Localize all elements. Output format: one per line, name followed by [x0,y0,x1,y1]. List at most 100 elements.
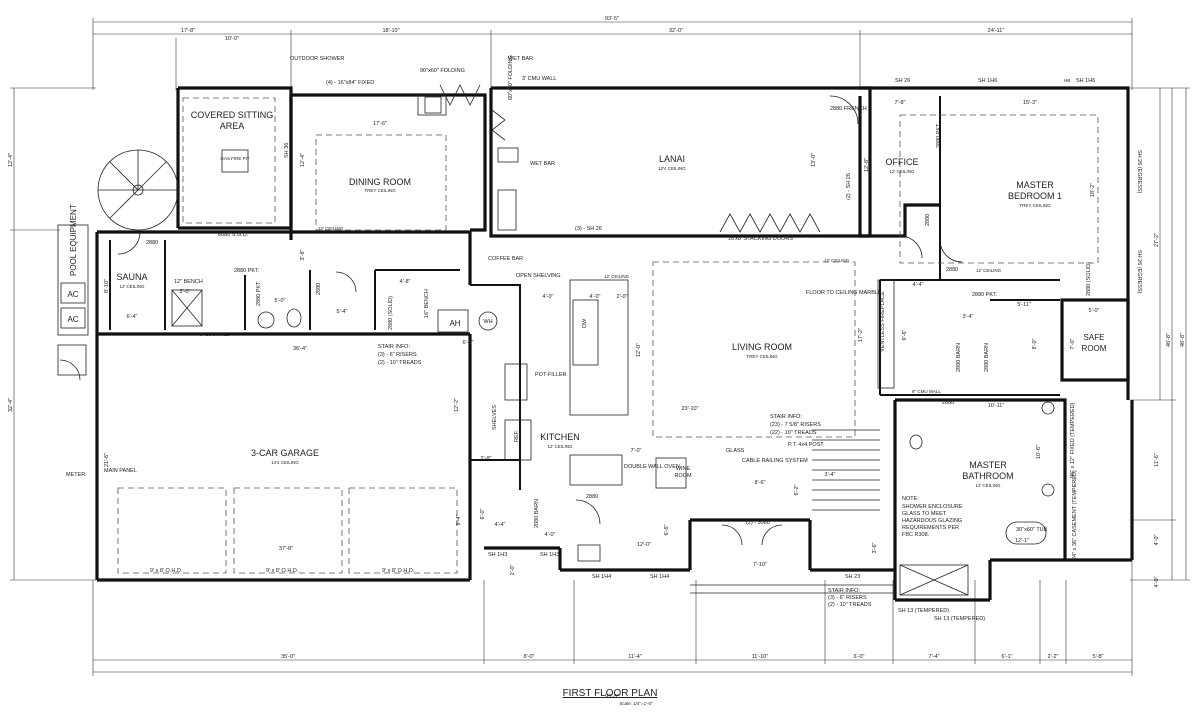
dim-23-10: 23'-10" [681,406,698,412]
room-kitchen-ceiling: 12' CEILING [547,444,573,449]
room-labels: COVERED SITTING AREA DINING ROOM TREY CE… [116,110,1106,488]
dim-4-0: 4'-0" [543,294,554,300]
dimension-text: 93'-5" 93'-5" 17'-8" 18'-10" 32'-0" 24'-… [8,16,1186,700]
label-main-panel: MAIN PANEL [104,468,137,474]
label-outdoor-shower: OUTDOOR SHOWER [290,56,344,62]
room-master-bed-name2: BEDROOM 1 [1008,191,1062,201]
label-note-5: FBC R308. [902,532,930,538]
dim-3-0: 3'-0" [180,289,191,295]
label-sh26-lanai: (3) - SH 26 [575,226,602,232]
dim-top-1: 17'-8" [181,28,195,34]
dim-4-4: 4'-4" [913,282,924,288]
label-sh1h6a: SH 1H6 [978,78,997,84]
label-sh26-egress1: SH 26 (EGRESS) [1136,150,1142,194]
label-door-3080: (2) - 3080 [746,520,770,526]
dim-3-4b: 3'-4" [825,472,836,478]
label-door-2880-d: 2880 [925,214,931,226]
room-dining-name: DINING ROOM [349,177,411,187]
label-glass: GLASS [726,448,745,454]
room-master-bed-ceiling: TREY CEILING [1019,203,1051,208]
dim-bot-4: 11'-10" [752,654,769,660]
dim-2-0: 2'-0" [617,294,628,300]
label-stair-info-1: STAIR INFO: [378,344,410,350]
dim-12-2: 12'-2" [454,398,460,412]
label-ceiling-12d: 12' CEILING [976,268,1002,273]
label-door-2880-b: 2880 [316,283,322,295]
label-barn-2880a: 2880 BARN [956,343,962,372]
dim-5-11: 5'-11" [1017,302,1031,308]
label-stair-info-2: STAIR INFO: [770,414,802,420]
room-safe-name: SAFE [1084,333,1105,342]
dim-12-0b: 12'-0" [637,542,651,548]
label-stair-info-2a: (23) - 7 5/8" RISERS [770,422,821,428]
plan-title: FIRST FLOOR PLAN [563,688,658,699]
dim-7-8: 7'-8" [895,100,906,106]
label-pool-equipment: POOL EQUIPMENT [69,204,78,276]
label-ac-2: AC [67,315,78,324]
label-note-title: NOTE: [902,496,919,502]
label-sh26-egress2: SH 26 (EGRESS) [1136,250,1142,294]
label-ceiling-12c: 12' CEILING [824,258,850,263]
dim-4-4b: 4'-4" [495,522,506,528]
label-sh26-office: (2) - SH 26 [846,173,852,200]
label-stair-info-3b: (2) - 10" TREADS [828,602,872,608]
label-sh1h4b: SH 1H4 [650,574,669,580]
label-stair-info-1a: (3) - 6" RISERS [378,352,417,358]
plan-scale: Scale: 1/4"=1'-0" [619,701,653,706]
dim-9-4: 9'-4" [456,514,462,525]
label-door-2880-f: 2880 [942,400,954,406]
label-pkt-2880-d: 2880 PKT. [936,122,942,148]
label-pot-filler: POT-FILLER [535,372,567,378]
dim-bot-6: 7'-4" [929,654,940,660]
label-door-2880-c: 2880 [586,494,598,500]
room-lanai-ceiling: 12'4 CEILING [658,166,686,171]
dim-bot-3: 11'-4" [628,654,642,660]
dim-4-0b: 4'-0" [590,294,601,300]
dim-7-0: 7'-0" [1070,338,1076,349]
label-pkt-2880-c: 2880 PKT. [972,292,998,298]
room-garage-name: 3-CAR GARAGE [251,448,319,458]
label-solid-2880b: 2880 (SOLID) [1086,262,1092,296]
dim-4-0c: 4'-0" [545,532,556,538]
dim-8-10: 8'-10" [104,279,110,293]
dim-21-6: 21'-6" [104,453,110,467]
dim-top-2: 18'-10" [382,28,399,34]
label-bench-12: 12" BENCH [174,279,203,285]
label-sh26-top: SH 26 [895,78,910,84]
label-wet-bar-1: WET BAR [508,56,533,62]
dim-36-4: 36'-4" [293,346,307,352]
label-shelves: SHELVES [492,405,498,430]
dim-15-3: 15'-3" [1023,100,1037,106]
room-master-bath-name: MASTER [969,460,1007,470]
label-ceiling-12b: 12' CEILING [604,274,630,279]
dim-9-6: 9'-6" [902,329,908,340]
label-ventless-fireplace: VENTLESS FIREPLACE [880,291,886,352]
label-note-1: SHOWER ENCLOSURE [902,504,963,510]
dim-top-3: 32'-0" [669,28,683,34]
room-sauna-name: SAUNA [116,272,147,282]
dim-10-6: 10'-6" [1036,445,1042,459]
dim-3-4: 3'-4" [963,314,974,320]
room-master-bath-name2: BATHROOM [962,471,1013,481]
room-safe-name2: ROOM [1082,344,1107,353]
room-garage-ceiling: 14'4 CEILING [271,460,299,465]
label-door-2880-e: 2880 [946,267,958,273]
label-sgd: 8080 S.G.D. [218,232,249,238]
dim-6-4: 6'-4" [127,314,138,320]
label-meter: METER [66,472,85,478]
label-fixed-windows: (4) - 16"x84" FIXED [326,80,374,86]
label-note-4: REQUIREMENTS PER [902,525,959,531]
room-office-ceiling: 12' CEILING [889,169,915,174]
label-sh1h6b: SH 1H6 [1076,78,1095,84]
dim-bot-7: 6'-1" [1002,654,1013,660]
dim-left-2: 32'-4" [8,398,14,412]
fixtures [57,84,1099,596]
label-pt-post: P.T. 4x4 POST [788,442,824,448]
dim-12-0: 12'-0" [636,343,642,357]
label-coffee-bar: COFFEE BAR [488,256,523,262]
label-ah: AH [449,319,460,328]
dim-right-4: 11'-6" [1154,453,1160,467]
label-ohd-3: 9' x 8' O.H.D. [382,568,415,574]
dim-5-0b: 5'-0" [1089,308,1100,314]
room-covered-sitting-name2: AREA [220,121,245,131]
